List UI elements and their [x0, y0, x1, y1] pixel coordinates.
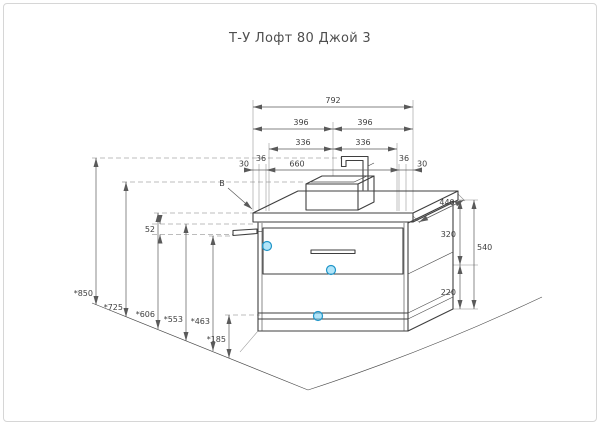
vanity-cabinet: [232, 155, 459, 332]
dim-label-h-rail: *463: [191, 317, 210, 326]
dim-label-h-sink: *725: [104, 303, 123, 312]
dim-label-half-right: 396: [357, 118, 372, 127]
floor-lines: [91, 296, 543, 391]
reference-dashed-lines: [92, 157, 341, 316]
callout-dot: [261, 240, 273, 252]
dim-label-upper-height: 320: [441, 230, 456, 239]
drawing-title: Т-У Лофт 80 Джой 3: [228, 31, 371, 46]
drawer: [262, 227, 404, 275]
countertop: [252, 190, 459, 223]
dim-label-h-counter: *606: [136, 310, 155, 319]
dim-right-heights: 320 540 220: [441, 200, 492, 309]
dim-half-widths: 396 396: [253, 118, 413, 132]
dim-label-side-height: 540: [477, 243, 492, 252]
dim-label-h-counter-bottom: *553: [164, 315, 183, 324]
dim-overall-width: 792: [253, 96, 413, 110]
dim-left-heights: *850 *725 *606 *553 *463 *185: [74, 158, 232, 358]
view-label-text: B: [219, 179, 225, 188]
dim-label-h-shelf: *185: [207, 335, 226, 344]
dim-label-overall-width: 792: [325, 96, 340, 105]
dim-label-edge-right-inner: 36: [399, 154, 409, 163]
open-shelf: [257, 290, 454, 320]
dim-label-inner-right: 336: [355, 138, 370, 147]
dim-label-depth: 440: [439, 198, 454, 207]
dim-depth: 440: [418, 198, 465, 223]
vessel-sink: [305, 175, 375, 211]
dim-label-edge-left-outer: 30: [239, 160, 249, 169]
dim-label-half-left: 396: [293, 118, 308, 127]
dim-label-rail-offset: 52: [145, 225, 155, 234]
dim-label-edge-right-outer: 30: [417, 160, 427, 169]
callout-dot: [325, 264, 337, 276]
dim-label-inner-width: 660: [289, 160, 304, 169]
drawer-handle: [310, 249, 356, 255]
callout-dot: [312, 310, 324, 322]
dim-label-lower-height: 220: [441, 288, 456, 297]
dim-label-edge-left-inner: 36: [256, 154, 266, 163]
dim-label-h-faucet: *850: [74, 289, 93, 298]
towel-rail: [232, 228, 262, 237]
dim-edge-chain: 30 36 660 36 30: [239, 154, 427, 173]
dim-label-inner-left: 336: [295, 138, 310, 147]
view-label-b: B: [219, 179, 253, 210]
dim-inner-widths: 336 336: [269, 138, 397, 152]
